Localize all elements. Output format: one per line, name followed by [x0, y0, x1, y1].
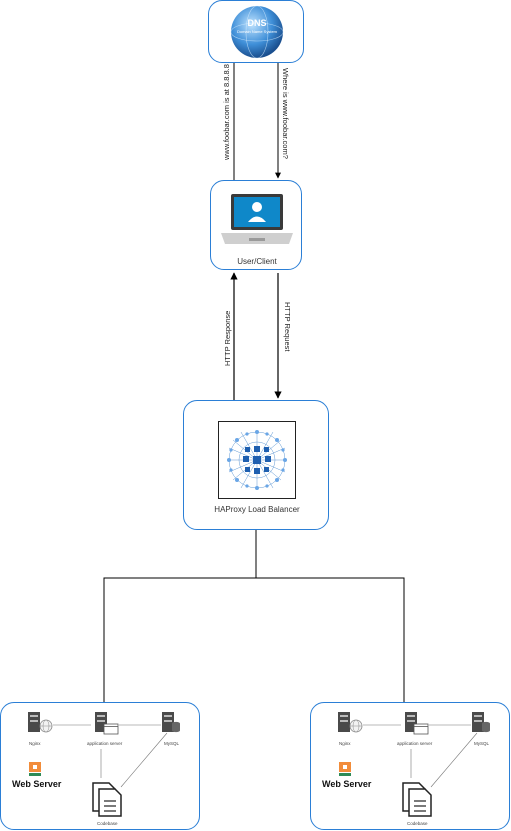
web-server-internal-links	[363, 724, 478, 788]
load-balancer-label: HAProxy Load Balancer	[214, 505, 300, 514]
client-node: User/Client	[210, 180, 302, 270]
web-server-icon	[339, 762, 351, 776]
http-request-label: HTTP Request	[283, 302, 292, 352]
web-server-title: Web Server	[12, 779, 62, 789]
web-server-2: Nginx application server MySQL Web Serve…	[310, 702, 510, 830]
dns-logo-text: DNS	[247, 18, 267, 28]
database-label: MySQL	[474, 741, 490, 746]
database-icon	[482, 721, 490, 733]
web-server-icon	[29, 762, 41, 776]
server-icon	[338, 712, 350, 732]
http-response-label: HTTP Response	[223, 310, 232, 366]
dns-logo-subtitle: Domain Name System	[236, 29, 277, 34]
database-label: MySQL	[164, 741, 180, 746]
client-label: User/Client	[237, 257, 277, 266]
web-server-title: Web Server	[322, 779, 372, 789]
lb-tree-right	[256, 577, 405, 702]
network-mesh-icon	[227, 430, 287, 490]
nginx-label: Nginx	[339, 741, 351, 746]
server-icon	[28, 712, 40, 732]
web-server-internal-links	[53, 724, 168, 788]
web-server-1: Nginx application server MySQL Web Serve…	[0, 702, 200, 830]
app-server-label: application server	[397, 741, 433, 746]
globe-icon	[39, 719, 53, 733]
lb-tree-left	[103, 577, 256, 702]
server-icon	[162, 712, 174, 732]
dns-node: DNS Domain Name System	[208, 0, 304, 63]
codebase-label: Codebase	[407, 821, 428, 826]
globe-icon	[349, 719, 363, 733]
dns-query-label: Where is www.foobar.com?	[281, 68, 290, 159]
laptop-icon	[221, 194, 293, 244]
server-icon	[472, 712, 484, 732]
app-window-icon	[413, 723, 429, 735]
app-window-icon	[103, 723, 119, 735]
app-server-label: application server	[87, 741, 123, 746]
codebase-label: Codebase	[97, 821, 118, 826]
haproxy-logo-frame	[218, 421, 296, 499]
codebase-icon	[92, 782, 122, 817]
load-balancer-node: HAProxy Load Balancer	[183, 400, 329, 530]
database-icon	[172, 721, 180, 733]
dns-globe-icon	[230, 5, 284, 59]
dns-answer-label: www.foobar.com is at 8.8.8.8	[222, 64, 231, 160]
nginx-label: Nginx	[29, 741, 41, 746]
codebase-icon	[402, 782, 432, 817]
